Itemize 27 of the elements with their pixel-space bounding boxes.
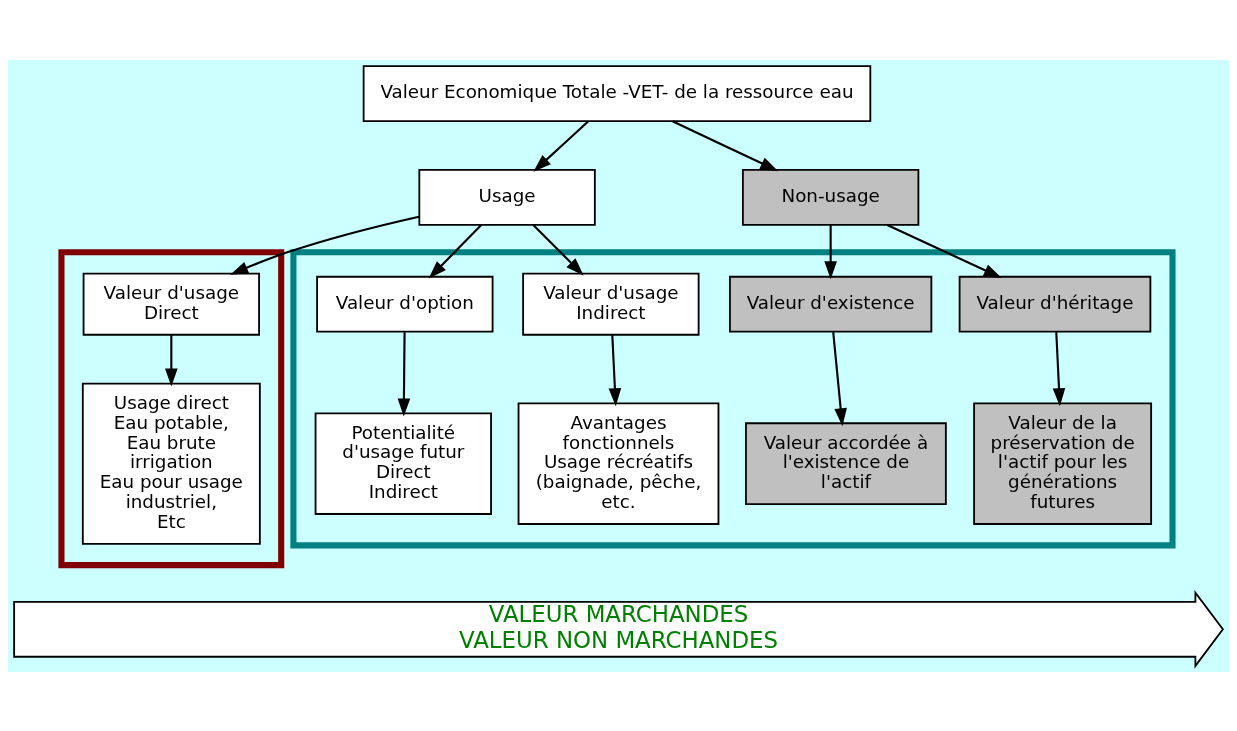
node-box: Avantages fonctionnels Usage récréatifs (baignade, pêche, etc.	[517, 401, 720, 525]
node-box: Valeur d'existence	[729, 275, 933, 333]
node-box: Potentialité d'usage futur Direct Indirect	[314, 411, 492, 515]
cluster	[290, 248, 1176, 548]
cluster	[58, 248, 285, 568]
node-box: Valeur d'option	[316, 275, 494, 333]
arrow	[886, 223, 1002, 278]
arrow	[824, 224, 837, 279]
arrow	[1052, 331, 1066, 406]
arrow	[533, 120, 589, 172]
arrow	[165, 334, 178, 387]
arrow	[608, 334, 622, 406]
node-box: Valeur accordée à l'existence de l'actif	[745, 421, 947, 505]
node-box: Non-usage	[741, 168, 920, 226]
node-box: Valeur d'usage Direct	[82, 272, 260, 336]
node-box: Usage direct Eau potable, Eau brute irrigation Eau pour usage industriel, Etc	[81, 382, 261, 545]
node-box: Valeur d'héritage	[958, 275, 1152, 333]
arrow	[397, 331, 411, 417]
node-box: Valeur de la préservation de l'actif pour les générations futures	[973, 401, 1153, 525]
arrow	[832, 331, 847, 426]
node-box: Valeur Economique Totale -VET- de la ressource eau	[362, 64, 872, 122]
node-box: Usage	[418, 168, 596, 226]
arrow	[672, 119, 779, 171]
node-box: Valeur d'usage Indirect	[522, 272, 700, 336]
arrow	[428, 223, 483, 278]
arrow	[230, 215, 420, 275]
arrow	[532, 223, 584, 275]
